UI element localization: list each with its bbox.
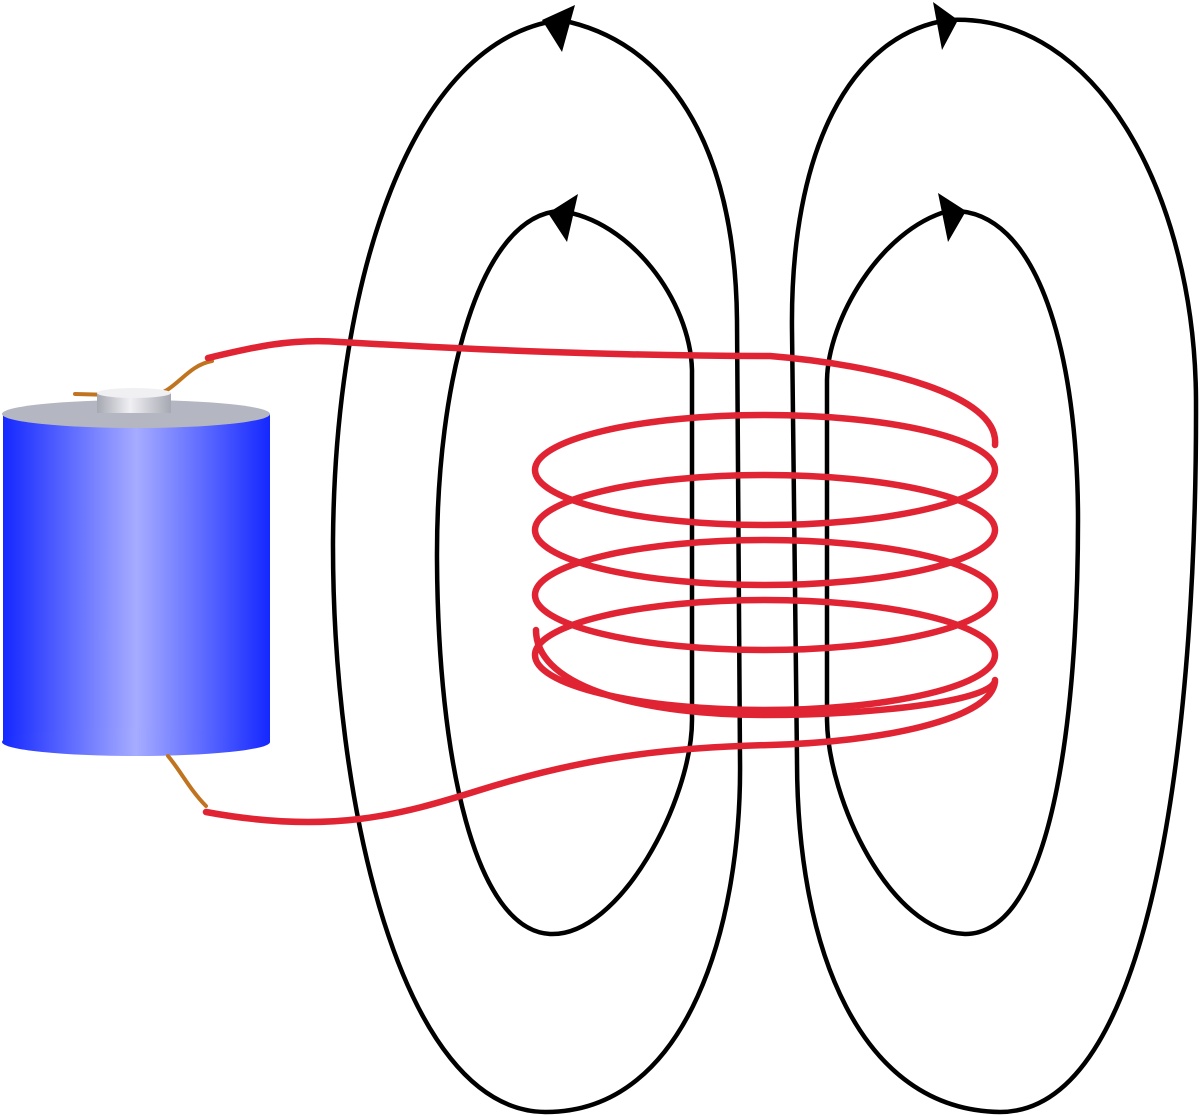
coil-turn (531, 471, 999, 589)
battery-icon (2, 359, 270, 808)
magnetic-field-lines (330, 2, 1199, 1115)
battery-body (3, 414, 270, 742)
coil-turn (531, 536, 999, 654)
arrow-head-icon (548, 194, 578, 242)
field-line-outer-left (330, 17, 743, 1115)
arrow-head-icon (933, 2, 958, 50)
battery-bottom-cap (2, 728, 270, 756)
arrow-head-icon (938, 193, 966, 242)
coil-turn (531, 411, 999, 529)
solenoid-coil (202, 337, 999, 826)
field-line-inner-left (434, 208, 695, 937)
coil-bottom-turn (532, 626, 999, 719)
coil-bottom-lead (202, 678, 999, 826)
coil-top-lead (204, 337, 999, 449)
battery-top-cap (2, 400, 270, 428)
coil-turn (531, 596, 999, 714)
battery-terminal (97, 393, 171, 413)
battery-negative-lead (166, 754, 208, 808)
battery-terminal-top (97, 388, 171, 398)
field-line-inner-right (824, 208, 1081, 937)
field-line-outer-right (789, 17, 1199, 1115)
arrow-head-icon (542, 5, 575, 52)
